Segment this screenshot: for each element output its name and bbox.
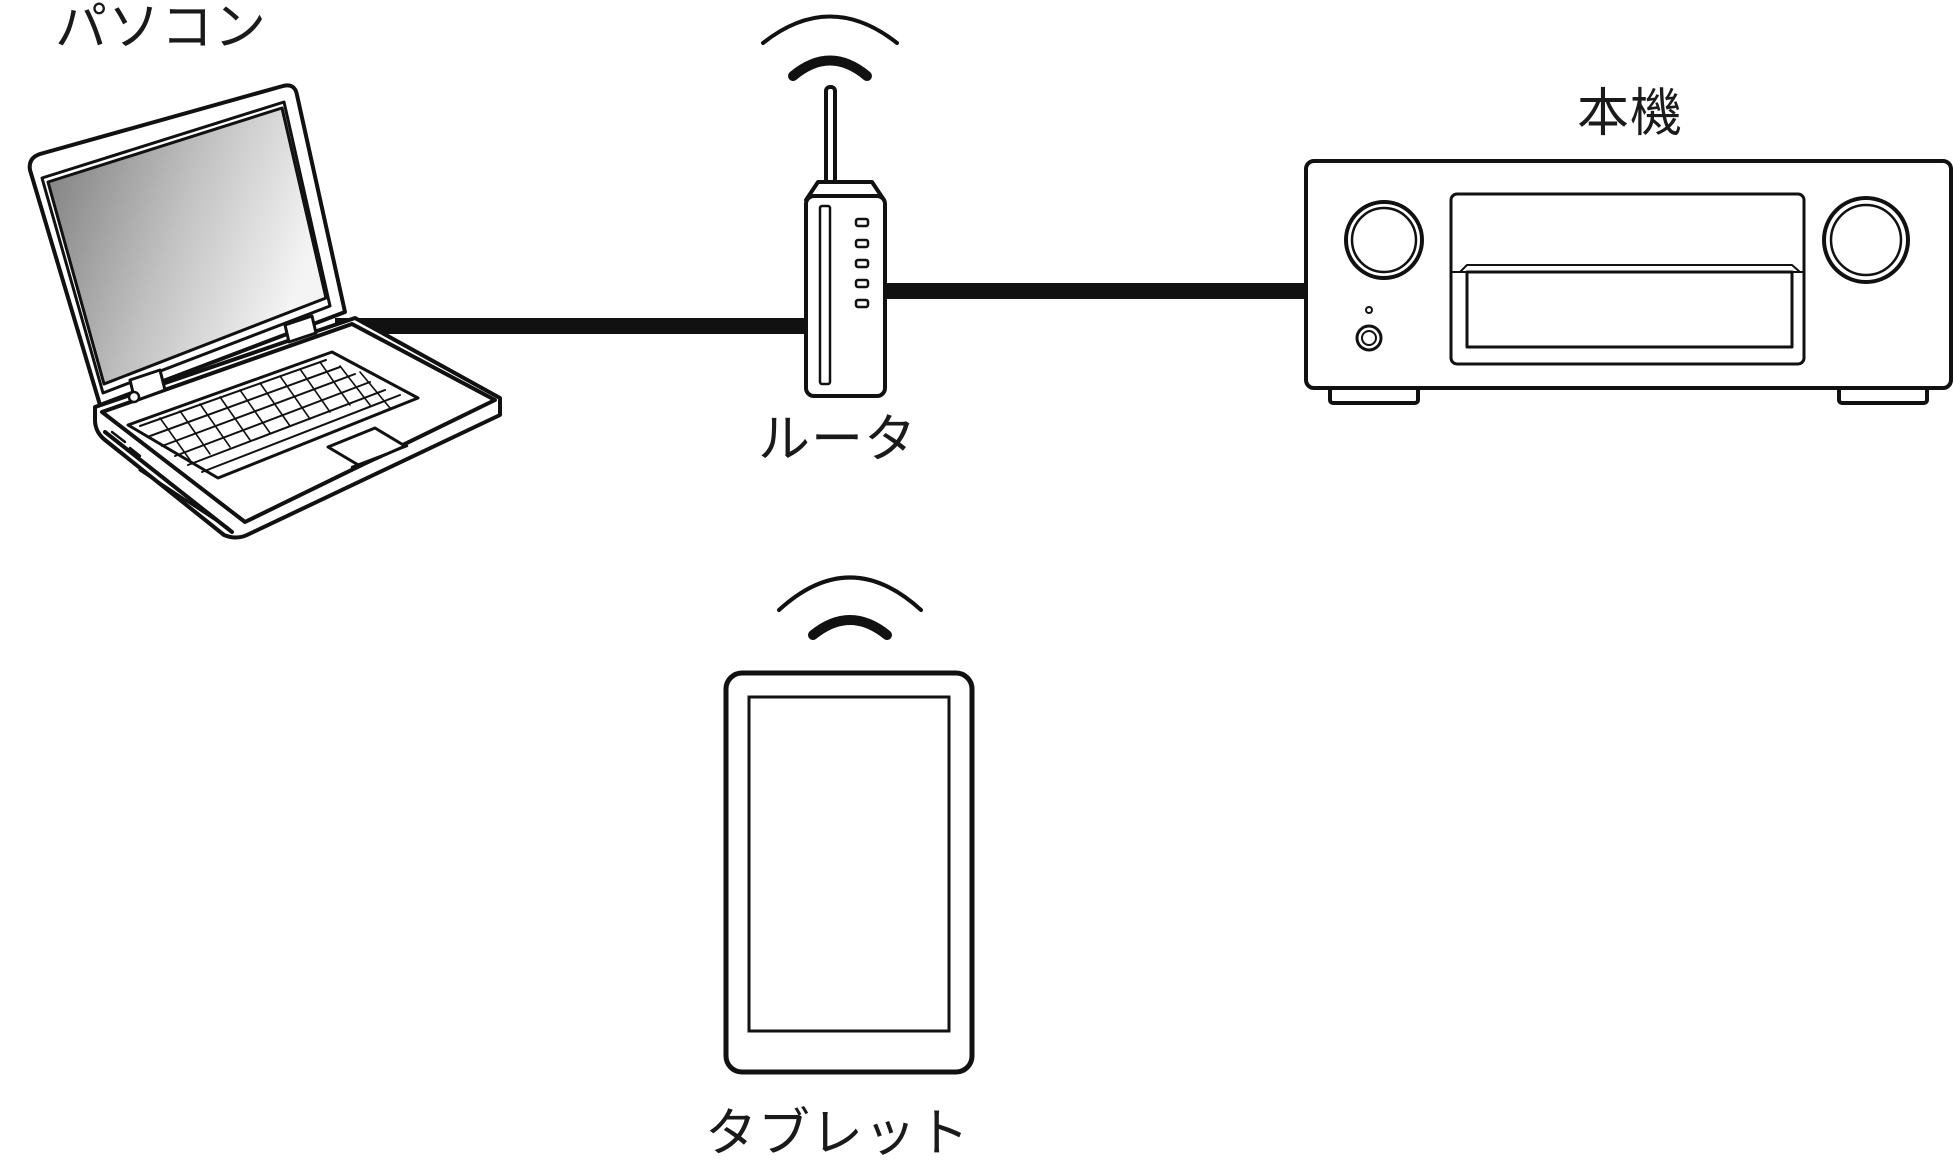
tablet-icon <box>723 670 975 1075</box>
receiver-display-window <box>1465 270 1794 349</box>
laptop-icon <box>27 83 502 540</box>
wifi-signal-icon <box>761 14 899 81</box>
router-icon <box>804 85 887 398</box>
wired-connections <box>335 283 1306 334</box>
receiver-label: 本機 <box>1577 84 1684 144</box>
router-antenna <box>824 85 837 185</box>
router-body <box>804 194 887 398</box>
pc-label: パソコン <box>55 0 268 58</box>
tablet-label: タブレット <box>705 1104 971 1164</box>
tablet-wifi-signal-icon <box>777 575 923 640</box>
av-receiver-icon <box>1304 159 1953 405</box>
tablet-screen <box>747 695 951 1033</box>
router-label: ルータ <box>758 410 918 470</box>
